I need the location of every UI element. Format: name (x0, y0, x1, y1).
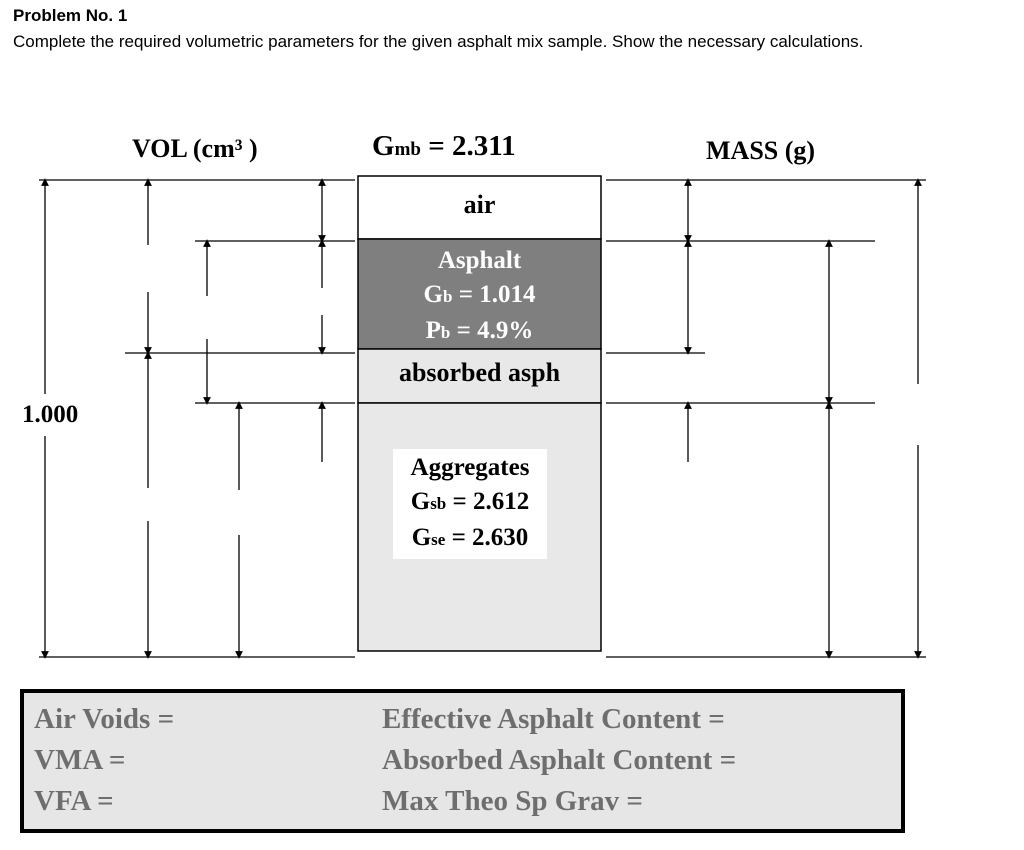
mass-heading: MASS (g) (706, 136, 816, 165)
problem-instructions: Complete the required volumetric paramet… (13, 32, 864, 51)
mass-reference-lines (606, 179, 926, 658)
gmb-label: Gmb = 2.311 (372, 130, 516, 162)
air-phase-box (357, 175, 602, 240)
asphalt-label: Asphalt Gb = 1.014 Pb = 4.9% (423, 247, 536, 344)
aggregates-label: Aggregates Gsb = 2.612 Gse = 2.630 (393, 449, 547, 559)
absorbed-asphalt-label: absorbed asph (398, 358, 561, 387)
vma-field: VMA = (34, 744, 126, 776)
volume-heading: VOL (cm³ ) (132, 134, 258, 163)
effective-asphalt-field: Effective Asphalt Content = (382, 703, 725, 735)
volume-reference-lines (39, 179, 355, 658)
vfa-field: VFA = (34, 785, 114, 817)
absorbed-phase-box (357, 348, 602, 404)
results-box: Air Voids = VMA = VFA = Effective Asphal… (20, 689, 905, 833)
absorbed-asphalt-field: Absorbed Asphalt Content = (382, 744, 737, 776)
problem-title: Problem No. 1 (13, 6, 128, 25)
air-voids-field: Air Voids = (34, 703, 175, 735)
total-volume-label: 1.000 (22, 401, 79, 428)
air-label: air (463, 190, 496, 219)
max-theo-sp-grav-field: Max Theo Sp Grav = (382, 785, 643, 817)
asphalt-phase-box (357, 238, 602, 350)
